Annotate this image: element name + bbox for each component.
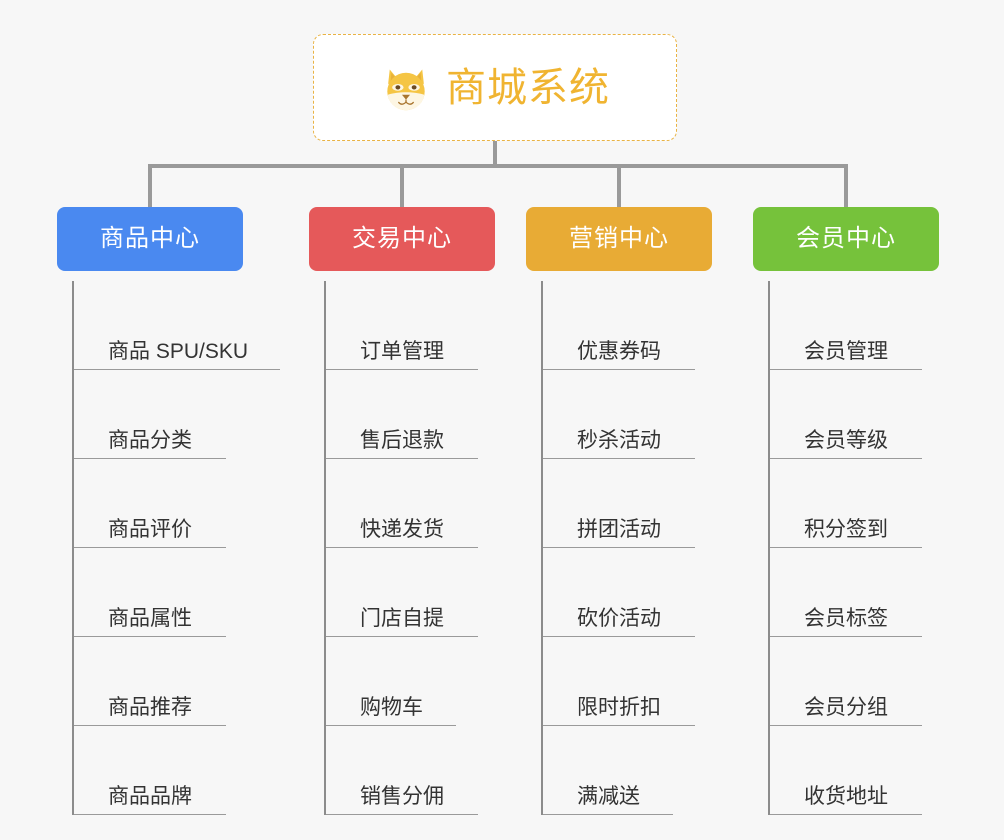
connector-root-drop <box>493 141 497 167</box>
leaf-underline <box>74 369 280 370</box>
category-column-1: 交易中心 订单管理 售后退款 快递发货 门店自提 购物车 <box>309 207 495 815</box>
leaf-list-3: 会员管理 会员等级 积分签到 会员标签 会员分组 收货地址 <box>768 281 939 815</box>
category-header-label-2: 营销中心 <box>569 225 669 252</box>
leaf-list-0: 商品 SPU/SKU 商品分类 商品评价 商品属性 商品推荐 商品品牌 <box>72 281 280 815</box>
leaf-label: 会员管理 <box>804 340 888 363</box>
leaf-underline <box>326 725 456 726</box>
leaf-label: 门店自提 <box>360 607 444 630</box>
leaf-underline <box>770 636 922 637</box>
list-item[interactable]: 限时折扣 <box>543 637 712 726</box>
list-item[interactable]: 会员管理 <box>770 281 939 370</box>
leaf-list-2: 优惠券码 秒杀活动 拼团活动 砍价活动 限时折扣 满减送 <box>541 281 712 815</box>
leaf-label: 会员分组 <box>804 696 888 719</box>
category-header-0[interactable]: 商品中心 <box>57 207 243 271</box>
leaf-underline <box>770 547 922 548</box>
root-title: 商城系统 <box>446 65 610 110</box>
leaf-label: 商品品牌 <box>108 785 192 808</box>
category-header-label-0: 商品中心 <box>100 225 200 252</box>
leaf-label: 商品分类 <box>108 429 192 452</box>
connector-drop-category-2 <box>617 164 621 208</box>
list-item[interactable]: 会员等级 <box>770 370 939 459</box>
connector-drop-category-0 <box>148 164 152 208</box>
list-item[interactable]: 会员分组 <box>770 637 939 726</box>
leaf-underline <box>74 547 226 548</box>
category-header-1[interactable]: 交易中心 <box>309 207 495 271</box>
list-item[interactable]: 商品推荐 <box>74 637 243 726</box>
list-item[interactable]: 秒杀活动 <box>543 370 712 459</box>
leaf-underline <box>770 369 922 370</box>
list-item[interactable]: 门店自提 <box>326 548 495 637</box>
leaf-underline <box>543 725 695 726</box>
category-header-3[interactable]: 会员中心 <box>753 207 939 271</box>
category-column-0: 商品中心 商品 SPU/SKU 商品分类 商品评价 商品属性 商品推荐 <box>57 207 280 815</box>
leaf-underline <box>74 725 226 726</box>
list-item[interactable]: 快递发货 <box>326 459 495 548</box>
connector-horizontal-bus <box>148 164 848 168</box>
leaf-underline <box>770 725 922 726</box>
category-column-3: 会员中心 会员管理 会员等级 积分签到 会员标签 会员分组 <box>753 207 939 815</box>
leaf-label: 商品评价 <box>108 518 192 541</box>
leaf-label: 会员标签 <box>804 607 888 630</box>
leaf-label: 积分签到 <box>804 518 888 541</box>
leaf-underline <box>326 547 478 548</box>
leaf-underline <box>74 636 226 637</box>
root-node-shop-system[interactable]: 商城系统 <box>313 34 677 141</box>
list-item[interactable]: 商品评价 <box>74 459 243 548</box>
list-item[interactable]: 满减送 <box>543 726 712 815</box>
connector-drop-category-1 <box>400 164 404 208</box>
leaf-underline <box>543 636 695 637</box>
list-item[interactable]: 销售分佣 <box>326 726 495 815</box>
leaf-label: 优惠券码 <box>577 340 661 363</box>
leaf-underline <box>770 458 922 459</box>
list-item[interactable]: 商品品牌 <box>74 726 243 815</box>
leaf-label: 销售分佣 <box>360 785 444 808</box>
leaf-label: 购物车 <box>360 696 423 719</box>
leaf-underline <box>543 547 695 548</box>
leaf-underline <box>543 458 695 459</box>
list-item[interactable]: 订单管理 <box>326 281 495 370</box>
list-item[interactable]: 优惠券码 <box>543 281 712 370</box>
leaf-underline <box>770 814 922 815</box>
list-item[interactable]: 拼团活动 <box>543 459 712 548</box>
leaf-label: 订单管理 <box>360 340 444 363</box>
leaf-underline <box>543 369 695 370</box>
leaf-label: 商品推荐 <box>108 696 192 719</box>
shiba-dog-emoji <box>387 69 425 111</box>
leaf-underline <box>326 814 478 815</box>
list-item[interactable]: 购物车 <box>326 637 495 726</box>
leaf-label: 秒杀活动 <box>577 429 661 452</box>
list-item[interactable]: 积分签到 <box>770 459 939 548</box>
list-item[interactable]: 商品分类 <box>74 370 243 459</box>
category-header-2[interactable]: 营销中心 <box>526 207 712 271</box>
category-header-label-3: 会员中心 <box>796 225 896 252</box>
leaf-label: 会员等级 <box>804 429 888 452</box>
leaf-label: 限时折扣 <box>577 696 661 719</box>
leaf-list-1: 订单管理 售后退款 快递发货 门店自提 购物车 销售分佣 <box>324 281 495 815</box>
category-header-label-1: 交易中心 <box>352 225 452 252</box>
leaf-label: 拼团活动 <box>577 518 661 541</box>
list-item[interactable]: 会员标签 <box>770 548 939 637</box>
leaf-underline <box>326 369 478 370</box>
leaf-label: 售后退款 <box>360 429 444 452</box>
list-item[interactable]: 砍价活动 <box>543 548 712 637</box>
leaf-underline <box>543 814 673 815</box>
list-item[interactable]: 收货地址 <box>770 726 939 815</box>
leaf-label: 商品属性 <box>108 607 192 630</box>
leaf-label: 满减送 <box>577 785 640 808</box>
leaf-underline <box>74 458 226 459</box>
leaf-label: 商品 SPU/SKU <box>108 340 249 363</box>
leaf-label: 砍价活动 <box>577 607 661 630</box>
list-item[interactable]: 商品属性 <box>74 548 243 637</box>
leaf-underline <box>326 636 478 637</box>
connector-drop-category-3 <box>844 164 848 208</box>
leaf-label: 快递发货 <box>360 518 444 541</box>
leaf-underline <box>326 458 478 459</box>
category-column-2: 营销中心 优惠券码 秒杀活动 拼团活动 砍价活动 限时折扣 <box>526 207 712 815</box>
leaf-underline <box>74 814 226 815</box>
list-item[interactable]: 售后退款 <box>326 370 495 459</box>
leaf-label: 收货地址 <box>804 785 888 808</box>
list-item[interactable]: 商品 SPU/SKU <box>74 281 280 370</box>
